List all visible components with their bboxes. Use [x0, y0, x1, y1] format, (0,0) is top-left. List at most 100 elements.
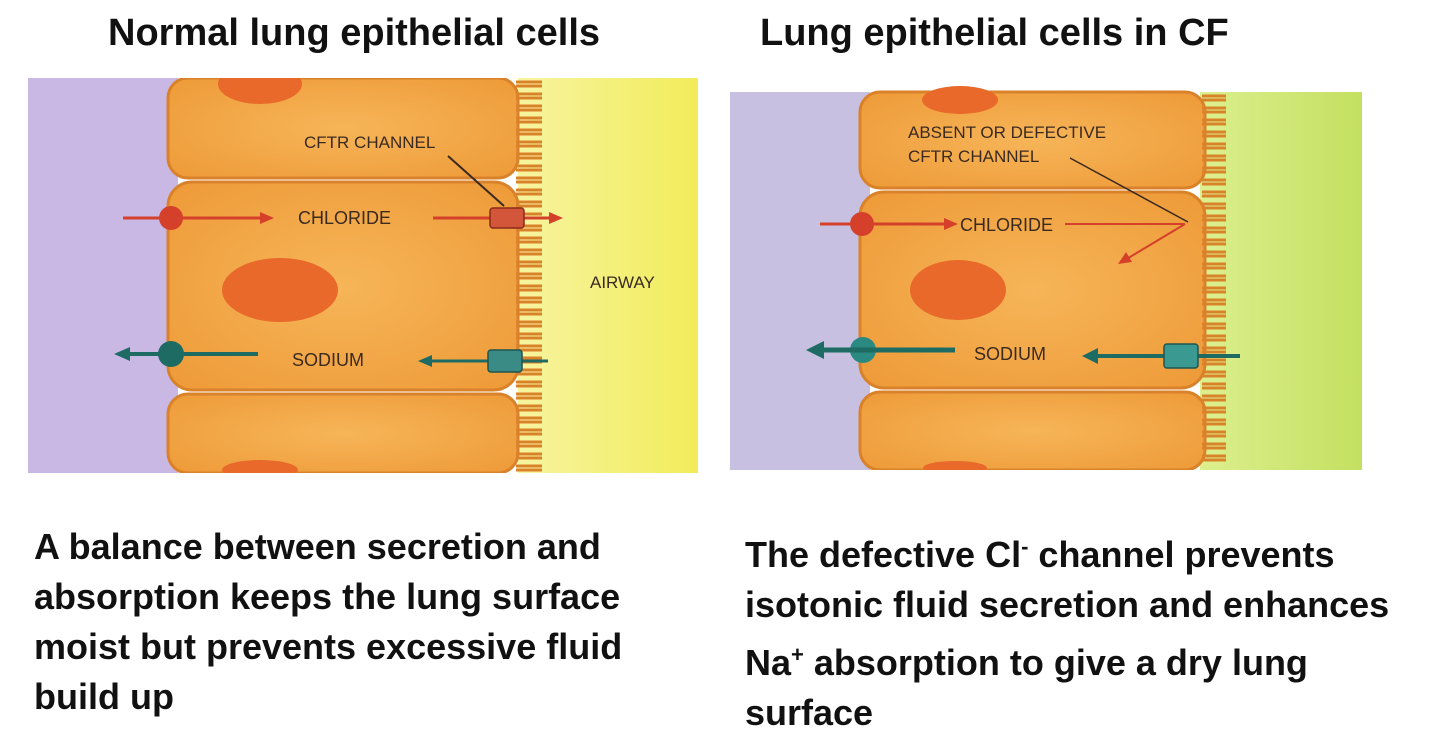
chloride-ion-charge: -	[1021, 534, 1029, 559]
sodium-label: SODIUM	[974, 344, 1046, 364]
microvillus	[1202, 310, 1226, 318]
microvillus	[1202, 454, 1226, 462]
cf-caption-part2: channel prevents isotonic fluid secretio…	[745, 534, 1390, 683]
microvillus	[516, 140, 542, 148]
cf-panel-caption: The defective Cl- channel prevents isoto…	[745, 522, 1435, 738]
normal-panel-title: Normal lung epithelial cells	[108, 12, 601, 54]
microvillus	[516, 260, 542, 268]
microvillus	[516, 452, 542, 460]
normal-epithelium-diagram: CHLORIDE CFTR CHANNEL AIRWAY SODIUM	[28, 78, 698, 473]
microvillus	[1202, 238, 1226, 246]
microvilli	[516, 80, 542, 472]
microvillus	[516, 152, 542, 160]
nucleus-top	[922, 86, 998, 114]
microvilli	[1202, 94, 1226, 462]
microvillus	[1202, 154, 1226, 162]
nucleus-top	[218, 78, 302, 104]
cf-caption-part1: The defective Cl	[745, 534, 1022, 575]
microvillus	[516, 236, 542, 244]
microvillus	[516, 296, 542, 304]
epithelial-cell-top	[166, 78, 520, 180]
microvillus	[1202, 94, 1226, 102]
chloride-blocked-arrow	[1124, 223, 1186, 261]
microvillus	[1202, 226, 1226, 234]
microvillus	[516, 464, 542, 472]
interstitium-region	[28, 78, 178, 473]
cftr-label-line2: CFTR CHANNEL	[908, 147, 1039, 166]
microvillus	[1202, 298, 1226, 306]
microvillus	[1202, 190, 1226, 198]
microvillus	[516, 248, 542, 256]
microvillus	[516, 308, 542, 316]
microvillus	[1202, 142, 1226, 150]
microvillus	[1202, 286, 1226, 294]
microvillus	[516, 128, 542, 136]
epithelial-cell-bottom	[858, 390, 1207, 470]
microvillus	[1202, 370, 1226, 378]
microvillus	[1202, 274, 1226, 282]
chloride-blocked-arrowhead	[1118, 252, 1132, 264]
microvillus	[516, 188, 542, 196]
cf-caption-part3: absorption to give a dry lung surface	[745, 642, 1308, 733]
microvillus	[516, 320, 542, 328]
microvillus	[1202, 322, 1226, 330]
microvillus	[1202, 442, 1226, 450]
microvillus	[1202, 358, 1226, 366]
microvillus	[1202, 334, 1226, 342]
sodium-channel	[1163, 343, 1199, 369]
airway-label: AIRWAY	[590, 273, 655, 292]
nucleus-bottom	[923, 461, 987, 470]
microvillus	[1202, 418, 1226, 426]
sodium-label: SODIUM	[292, 350, 364, 370]
chloride-label: CHLORIDE	[298, 208, 391, 228]
airway-region	[518, 78, 698, 473]
microvillus	[1202, 346, 1226, 354]
microvillus	[516, 92, 542, 100]
chloride-arrowhead-1	[944, 218, 958, 230]
microvillus	[1202, 430, 1226, 438]
microvillus	[516, 416, 542, 424]
epithelial-cell-bottom	[166, 392, 520, 473]
microvillus	[516, 104, 542, 112]
interstitium-region	[730, 92, 870, 470]
microvillus	[516, 116, 542, 124]
microvillus	[516, 284, 542, 292]
microvillus	[516, 80, 542, 88]
microvillus	[516, 428, 542, 436]
microvillus	[1202, 250, 1226, 258]
sodium-arrowhead-1	[806, 341, 824, 359]
sodium-arrowhead-1	[114, 347, 130, 361]
microvillus	[516, 440, 542, 448]
cftr-pointer	[447, 155, 505, 207]
microvillus	[1202, 118, 1226, 126]
cftr-channel	[489, 207, 525, 229]
chloride-arrowhead-1	[260, 212, 274, 224]
microvillus	[1202, 262, 1226, 270]
microvillus	[516, 200, 542, 208]
cftr-label-line1: ABSENT OR DEFECTIVE	[908, 123, 1106, 142]
cf-epithelium-diagram: CHLORIDE ABSENT OR DEFECTIVE CFTR CHANNE…	[730, 86, 1362, 470]
microvillus	[516, 392, 542, 400]
chloride-arrowhead-2	[549, 212, 563, 224]
cftr-pointer	[1069, 157, 1189, 223]
epithelial-cell-top	[858, 90, 1207, 190]
sodium-arrowhead-2	[1082, 348, 1098, 364]
microvillus	[1202, 202, 1226, 210]
microvillus	[516, 164, 542, 172]
nucleus-middle	[222, 258, 338, 322]
microvillus	[1202, 214, 1226, 222]
epithelial-cell-middle	[858, 190, 1207, 390]
microvillus	[1202, 406, 1226, 414]
sodium-ion-charge: +	[791, 642, 804, 667]
sodium-channel	[487, 349, 523, 373]
nucleus-bottom	[222, 460, 298, 473]
microvillus	[1202, 166, 1226, 174]
microvillus	[516, 332, 542, 340]
microvillus	[1202, 106, 1226, 114]
microvillus	[1202, 130, 1226, 138]
microvillus	[516, 176, 542, 184]
microvillus	[516, 404, 542, 412]
airway-region	[1200, 92, 1362, 470]
microvillus	[516, 272, 542, 280]
chloride-label: CHLORIDE	[960, 215, 1053, 235]
